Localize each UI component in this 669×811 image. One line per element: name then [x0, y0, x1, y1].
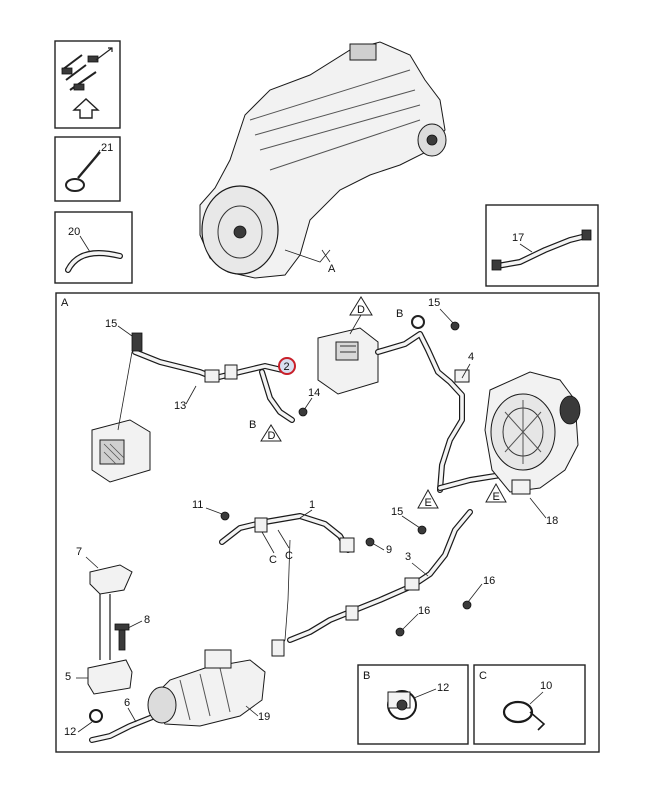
callout-15-left: 15	[105, 318, 117, 330]
marker-e-right-triangle	[485, 482, 507, 503]
nut-16-b	[395, 627, 405, 637]
callout-16-a: 16	[483, 575, 495, 587]
marker-d-left: D	[268, 430, 276, 442]
callout-6: 6	[124, 697, 130, 709]
sleeve-hose-icon	[65, 250, 123, 273]
marker-e-left-triangle	[417, 488, 439, 509]
starter-motor	[147, 649, 266, 727]
nut-15-mid	[417, 525, 427, 535]
clip-21-box: 21	[54, 136, 121, 202]
callout-3: 3	[405, 551, 411, 563]
bracket-7	[89, 564, 133, 595]
callout-12-detail: 12	[437, 682, 449, 694]
main-frame	[55, 292, 600, 753]
callout-10: 10	[540, 680, 552, 692]
marker-e-right: E	[493, 491, 500, 503]
callout-13: 13	[174, 400, 186, 412]
engine-pulley	[417, 123, 447, 157]
callout-21: 21	[101, 142, 113, 154]
callout-19: 19	[258, 711, 270, 723]
marker-b-left: B	[249, 419, 256, 431]
callout-17: 17	[512, 232, 524, 244]
hose-20-box: 20	[54, 211, 133, 284]
nut-15-top	[450, 321, 460, 331]
harness-13	[131, 332, 295, 423]
callout-2[interactable]: 2	[284, 361, 290, 373]
engine-top-cover	[349, 43, 377, 61]
nut-16-a	[462, 600, 472, 610]
harness-connector	[131, 332, 143, 352]
hose-end-fitting	[491, 259, 502, 271]
marker-c-left: C	[269, 554, 277, 566]
bolt-8	[114, 623, 130, 651]
callout-11: 11	[192, 499, 203, 511]
marker-d-left-triangle	[260, 424, 282, 442]
callout-20: 20	[68, 226, 80, 238]
marker-d-top: D	[357, 304, 365, 316]
nut-11	[220, 511, 230, 521]
highlighted-callout-2[interactable]: 2	[278, 357, 296, 375]
callout-8: 8	[144, 614, 150, 626]
detail-b-box: B 12	[357, 664, 469, 745]
harness-3	[287, 509, 473, 643]
ring-clip-icon	[387, 690, 417, 720]
up-arrow-icon	[72, 98, 100, 119]
bracket-5	[87, 659, 133, 695]
detail-c-label: C	[479, 670, 487, 682]
detail-c-box: C 10	[473, 664, 586, 745]
flywheel-housing	[201, 185, 279, 275]
harness-1	[219, 513, 355, 657]
main-frame-label: A	[61, 297, 69, 309]
nut-14	[298, 407, 308, 417]
alternator	[484, 371, 581, 495]
hose-17-box: 17	[485, 204, 599, 287]
alternator-pulley	[559, 395, 581, 425]
callout-15-mid: 15	[391, 506, 403, 518]
callout-4: 4	[468, 351, 474, 363]
nut-9	[365, 537, 375, 547]
ring-terminal	[411, 315, 425, 329]
marker-b-top: B	[396, 308, 403, 320]
marker-c-right: C	[285, 550, 293, 562]
marker-e-left: E	[425, 497, 432, 509]
callout-1: 1	[309, 499, 315, 511]
callout-18: 18	[546, 515, 558, 527]
callout-16-b: 16	[418, 605, 430, 617]
callout-14: 14	[308, 387, 320, 399]
engine-callout-a: A	[328, 263, 336, 275]
hose-clamp-icon	[502, 700, 546, 731]
clip-12-main	[89, 709, 103, 723]
callout-12-main: 12	[64, 726, 76, 738]
callout-5: 5	[65, 671, 71, 683]
harness-overview-icon	[61, 47, 113, 91]
cable-tie-icon	[65, 151, 101, 192]
control-unit	[317, 327, 379, 395]
hose-end-fitting	[581, 229, 592, 241]
starter-solenoid	[204, 649, 232, 669]
callout-9: 9	[386, 544, 392, 556]
engine-assembly	[199, 41, 447, 279]
view-orientation-box	[54, 40, 121, 129]
callout-7: 7	[76, 546, 82, 558]
detail-b-label: B	[363, 670, 370, 682]
callout-15-top: 15	[428, 297, 440, 309]
control-module-left	[91, 419, 151, 483]
